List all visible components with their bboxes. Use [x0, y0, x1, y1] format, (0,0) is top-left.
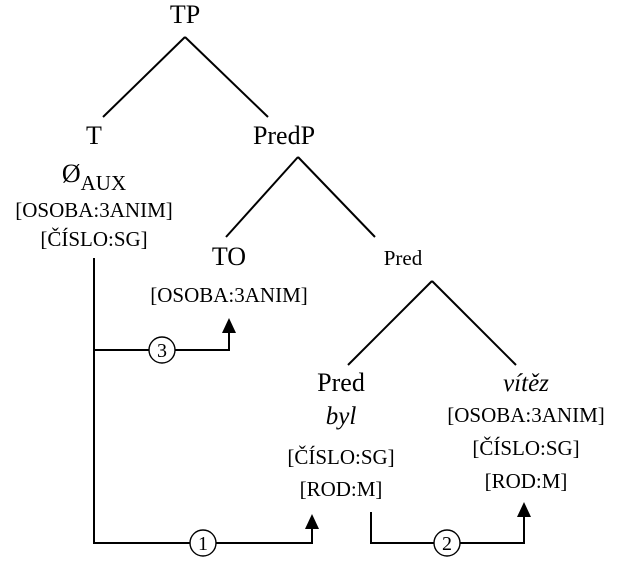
- arrow-2-number: 2: [442, 533, 452, 555]
- arrow-3-marker: [148, 336, 176, 364]
- node-pred-label: Pred: [317, 368, 365, 397]
- node-t-feature-number: [ČÍSLO:SG]: [40, 227, 147, 251]
- node-t-feature-person: [OSOBA:3ANIM]: [15, 198, 173, 222]
- node-tp-label: TP: [170, 0, 200, 29]
- node-vitez-feature-gender: [ROD:M]: [485, 469, 568, 493]
- node-pred-word: byl: [326, 403, 357, 430]
- node-pred: Pred byl [ČÍSLO:SG] [ROD:M]: [287, 368, 394, 501]
- arrow-1-head: [305, 514, 319, 529]
- branch-tp-predp: [184, 36, 269, 118]
- node-vitez-feature-person: [OSOBA:3ANIM]: [447, 403, 605, 427]
- branch-tp-t: [102, 36, 186, 118]
- branch-pred-bar-vitez: [431, 280, 517, 366]
- node-t-label: T: [86, 121, 102, 150]
- arrow-2-head: [517, 502, 531, 517]
- branch-predp-to: [225, 156, 299, 238]
- node-t: T ØAUX [OSOBA:3ANIM] [ČÍSLO:SG]: [15, 121, 173, 251]
- aux-subscript: AUX: [81, 171, 127, 195]
- arrow-2-marker: [433, 529, 461, 557]
- arrow-1-marker: [189, 529, 217, 557]
- node-to: TO [OSOBA:3ANIM]: [150, 242, 308, 307]
- node-vitez-word: vítěz: [503, 370, 549, 397]
- node-t-head: ØAUX: [62, 159, 126, 195]
- node-predp-label: PredP: [253, 121, 315, 150]
- node-pred-feature-number: [ČÍSLO:SG]: [287, 445, 394, 469]
- arrow-3-head: [222, 318, 236, 333]
- arrow-1-path: [93, 350, 313, 544]
- tree-branches: [102, 36, 517, 366]
- agreement-arrows: 3 1 2: [93, 258, 531, 557]
- node-pred-bar-label: Pred: [384, 246, 423, 270]
- node-vitez-feature-number: [ČÍSLO:SG]: [472, 436, 579, 460]
- arrow-1-number: 1: [198, 533, 208, 555]
- branch-pred-bar-pred: [347, 280, 433, 366]
- node-to-label: TO: [212, 242, 246, 271]
- branch-predp-pred-bar: [297, 156, 376, 238]
- node-pred-feature-gender: [ROD:M]: [300, 477, 383, 501]
- node-to-feature-person: [OSOBA:3ANIM]: [150, 283, 308, 307]
- arrow-3-number: 3: [157, 340, 167, 362]
- node-vitez: vítěz [OSOBA:3ANIM] [ČÍSLO:SG] [ROD:M]: [447, 370, 605, 493]
- null-aux-symbol: Ø: [62, 159, 81, 188]
